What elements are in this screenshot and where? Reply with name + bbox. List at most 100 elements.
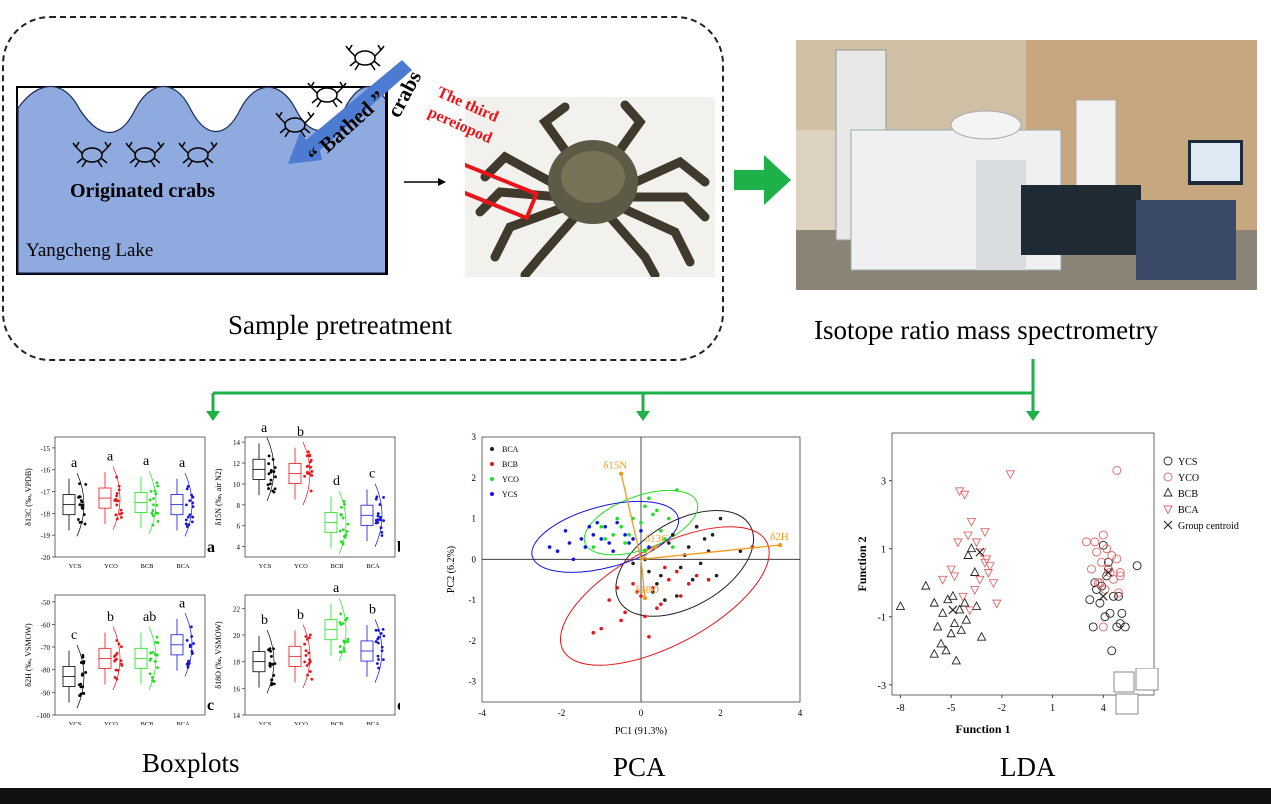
lda-point bbox=[946, 565, 956, 575]
significance-letter: c bbox=[369, 467, 375, 482]
pretreatment-frame bbox=[2, 16, 724, 361]
irms-photo bbox=[796, 40, 1257, 290]
lda-point bbox=[959, 597, 970, 607]
data-point bbox=[272, 647, 275, 651]
data-point bbox=[343, 649, 346, 653]
legend-label: BCB bbox=[1178, 489, 1198, 500]
data-point bbox=[339, 513, 343, 516]
data-point bbox=[270, 681, 274, 685]
data-point bbox=[114, 513, 118, 517]
pca-point bbox=[615, 516, 619, 521]
y-tick-label: -90 bbox=[41, 689, 51, 697]
data-point bbox=[267, 454, 271, 458]
data-point bbox=[77, 518, 80, 521]
data-point bbox=[339, 540, 343, 544]
data-point bbox=[338, 529, 342, 533]
data-point bbox=[382, 496, 385, 499]
data-point bbox=[344, 618, 347, 622]
logo-squares bbox=[1112, 667, 1162, 723]
violin-half bbox=[184, 472, 193, 537]
y-axis-label: PC2 (6.2%) bbox=[446, 546, 457, 593]
lda-point bbox=[1107, 646, 1117, 656]
significance-letter: a bbox=[179, 456, 186, 471]
lda-point bbox=[1085, 595, 1095, 605]
lda-point bbox=[1108, 591, 1118, 601]
pca-point bbox=[655, 606, 659, 611]
data-point bbox=[308, 636, 311, 640]
lda-point bbox=[951, 655, 961, 665]
pca-point bbox=[607, 598, 611, 602]
legend-label: BCB bbox=[502, 460, 518, 469]
loading-label: δ15N bbox=[603, 460, 627, 472]
lda-point bbox=[1132, 561, 1142, 571]
data-point bbox=[378, 503, 382, 506]
lda-point bbox=[937, 607, 948, 617]
pca-point bbox=[639, 520, 643, 525]
pca-point bbox=[690, 577, 695, 582]
lda-point bbox=[966, 543, 977, 553]
significance-letter: b bbox=[261, 613, 268, 628]
data-point bbox=[185, 525, 189, 528]
data-point bbox=[310, 470, 314, 473]
loading-arrowhead bbox=[618, 471, 624, 476]
x-tick-label: BCB bbox=[330, 721, 344, 725]
pca-point bbox=[655, 581, 659, 586]
panel-letter: d bbox=[397, 697, 400, 714]
pca-point bbox=[698, 561, 703, 566]
pca-caption: PCA bbox=[613, 752, 666, 782]
lda-point bbox=[1093, 578, 1103, 588]
legend-marker bbox=[1163, 456, 1173, 466]
data-point bbox=[380, 531, 384, 534]
lda-point bbox=[956, 624, 967, 634]
boxplot-frame bbox=[54, 594, 206, 716]
pca-point bbox=[663, 537, 667, 541]
lda-point bbox=[958, 592, 968, 602]
x-tick-label: BCB bbox=[140, 721, 154, 725]
data-point bbox=[269, 649, 272, 653]
data-point bbox=[148, 658, 152, 662]
violin-half bbox=[112, 626, 121, 691]
data-point bbox=[117, 642, 121, 646]
lda-point bbox=[1112, 622, 1122, 632]
data-point bbox=[376, 514, 380, 518]
data-point bbox=[115, 475, 118, 479]
lda-point bbox=[921, 580, 931, 590]
data-point bbox=[115, 677, 119, 681]
pca-point bbox=[667, 516, 671, 521]
data-point bbox=[80, 500, 84, 504]
y-tick-label: 1 bbox=[881, 545, 886, 556]
confidence-ellipse bbox=[560, 526, 770, 666]
pca-point bbox=[595, 520, 600, 525]
pca-point bbox=[674, 594, 679, 598]
lda-point bbox=[980, 528, 990, 538]
legend-label: YCO bbox=[1178, 473, 1199, 484]
data-point bbox=[268, 664, 272, 668]
data-point bbox=[152, 503, 155, 507]
pca-point bbox=[702, 537, 707, 541]
legend-marker bbox=[1163, 487, 1173, 497]
data-point bbox=[379, 526, 383, 530]
y-tick-label: 16 bbox=[233, 685, 241, 693]
x-tick-label: 4 bbox=[798, 708, 803, 718]
pca-point bbox=[710, 533, 715, 537]
lda-point bbox=[985, 562, 995, 572]
significance-letter: ab bbox=[143, 610, 156, 625]
data-point bbox=[80, 673, 84, 677]
lda-point bbox=[963, 531, 973, 541]
lda-point bbox=[954, 604, 965, 614]
data-point bbox=[273, 487, 277, 491]
data-point bbox=[78, 503, 82, 507]
data-point bbox=[305, 664, 309, 667]
data-point bbox=[269, 478, 273, 482]
data-point bbox=[81, 653, 85, 657]
pca-point bbox=[647, 496, 651, 500]
data-point bbox=[381, 658, 385, 662]
lda-point bbox=[1115, 568, 1125, 577]
lake-illustration bbox=[16, 44, 446, 275]
violin-half bbox=[76, 644, 85, 709]
significance-letter: a bbox=[71, 456, 78, 471]
pca-point bbox=[678, 565, 683, 570]
violin-half bbox=[76, 472, 85, 537]
